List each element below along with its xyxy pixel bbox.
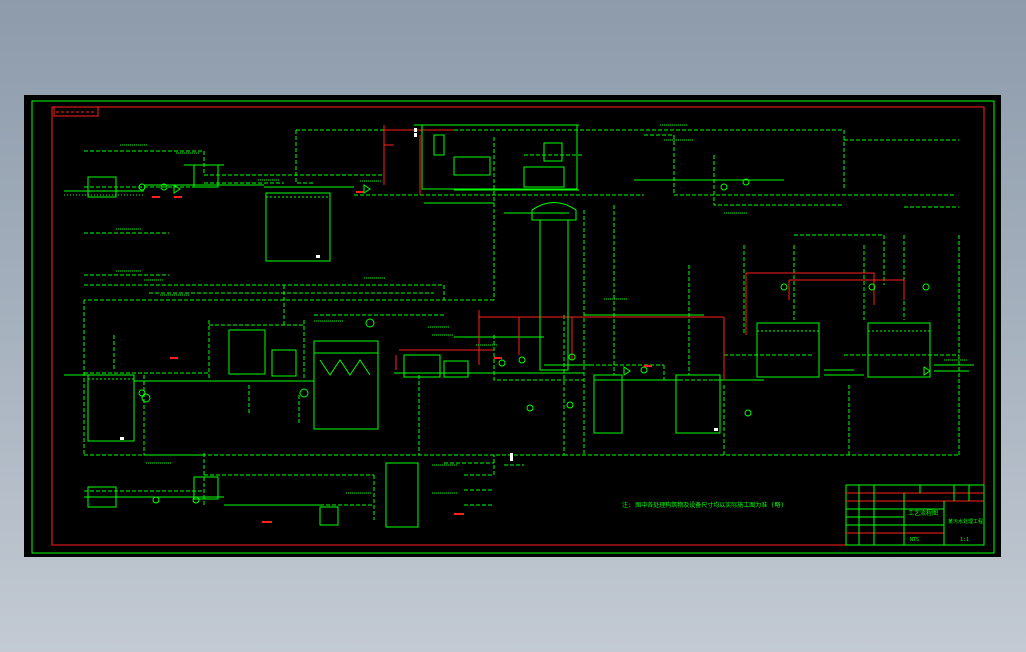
cad-drawing-viewport[interactable]: 注: 图中各处理构筑物及设备尺寸均以实际施工图为准 (略) 工艺流程图 某污水处… [24,95,1001,557]
tank-clarifier-1 [403,354,441,378]
tank-sludge-thickener [193,476,219,500]
process-pipes-dashed [83,129,960,520]
tower-head [531,202,577,221]
tank-sludge-storage [385,462,419,528]
tank-product-1 [756,322,820,378]
drawing-note: 注: 图中各处理构筑物及设备尺寸均以实际施工图为准 (略) [622,501,784,509]
red-tags [152,191,652,523]
highlight-marks [120,128,718,461]
tank-aux [271,349,297,377]
inner-frame [51,106,985,546]
tank-sludge-small [319,506,339,526]
tank-clarifier-2 [443,360,469,378]
title-drawing-name: 工艺流程图 [908,509,938,517]
title-scale: NTS [910,537,919,543]
tank-intake-1 [87,176,117,198]
process-pipes-red [383,125,905,380]
tank-anoxic [228,329,266,375]
annotation-marks [116,124,968,494]
tank-sludge [87,486,117,508]
title-block: 工艺流程图 某污水处理工程 NTS 1:1 [845,484,985,546]
tank-equalization [87,374,135,442]
tank-product-2 [867,322,931,378]
title-project: 某污水处理工程 [948,518,983,525]
process-pipes-solid [64,124,974,506]
equipment-skid-top [421,124,578,190]
process-flow-diagram: 注: 图中各处理构筑物及设备尺寸均以实际施工图为准 (略) 工艺流程图 某污水处… [31,100,995,554]
tank-aeration [313,340,379,430]
tank-filter [675,374,721,434]
tank-settling-1 [265,192,331,262]
tank-screen [193,164,219,188]
outer-frame [31,100,995,554]
corner-tag [53,106,99,117]
equipment [87,124,931,528]
tank-buffer [593,374,623,434]
valves-pumps [138,178,931,504]
title-sheet: 1:1 [960,537,969,543]
